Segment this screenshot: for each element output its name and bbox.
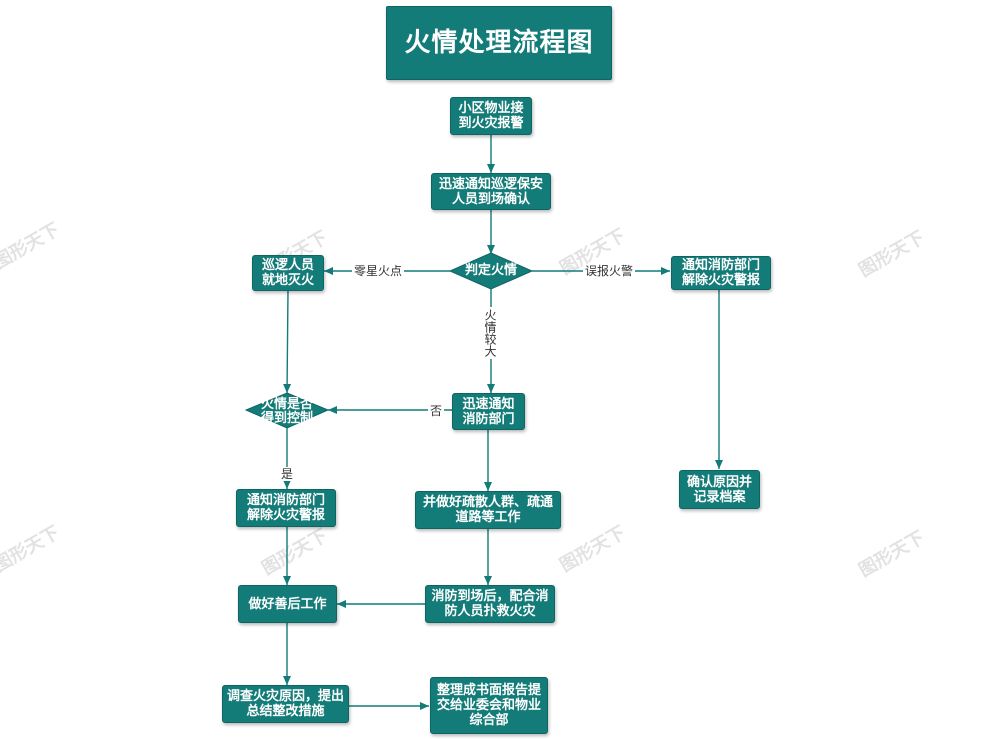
edge-label-no: 否 [428, 404, 445, 418]
edge-patrol-to-check [283, 290, 292, 394]
edge-label-false-alarm: 误报火警 [583, 264, 636, 278]
evacuate-node: 并做好疏散人群、疏通道路等工作 [415, 491, 561, 529]
judge-fire-label: 判定火情 [464, 263, 517, 278]
receive-alarm-node: 小区物业接到火灾报警 [450, 97, 532, 135]
report-node: 整理成书面报告提交给业委会和物业综合部 [430, 677, 548, 734]
aftermath-node: 做好善后工作 [238, 585, 337, 623]
assist-firefighters-node: 消防到场后，配合消防人员扑救火灾 [425, 585, 555, 623]
investigate-node: 调查火灾原因，提出总结整改措施 [222, 685, 349, 723]
notify-fire-dept-cancel-node: 通知消防部门解除火灾警报 [671, 256, 771, 290]
patrol-extinguish-node: 巡逻人员就地灭火 [252, 255, 324, 291]
notify-fire-dept-node: 迅速通知消防部门 [452, 393, 525, 430]
edge-label-yes: 是 [279, 467, 296, 481]
page-title: 火情处理流程图 [386, 6, 612, 80]
controlled-check-label: 火情是否得到控制 [260, 397, 313, 426]
controlled-check-diamond [244, 392, 330, 429]
confirm-cause-node: 确认原因并记录档案 [679, 470, 760, 509]
notify-fire-dept-cancel-node-2: 通知消防部门解除火灾警报 [236, 489, 336, 527]
edge-label-small-fire: 零星火点 [352, 264, 405, 278]
notify-patrol-node: 迅速通知巡逻保安人员到场确认 [431, 173, 551, 210]
judge-fire-diamond [448, 252, 534, 290]
edge-label-big-fire: 火情较大 [483, 307, 497, 359]
